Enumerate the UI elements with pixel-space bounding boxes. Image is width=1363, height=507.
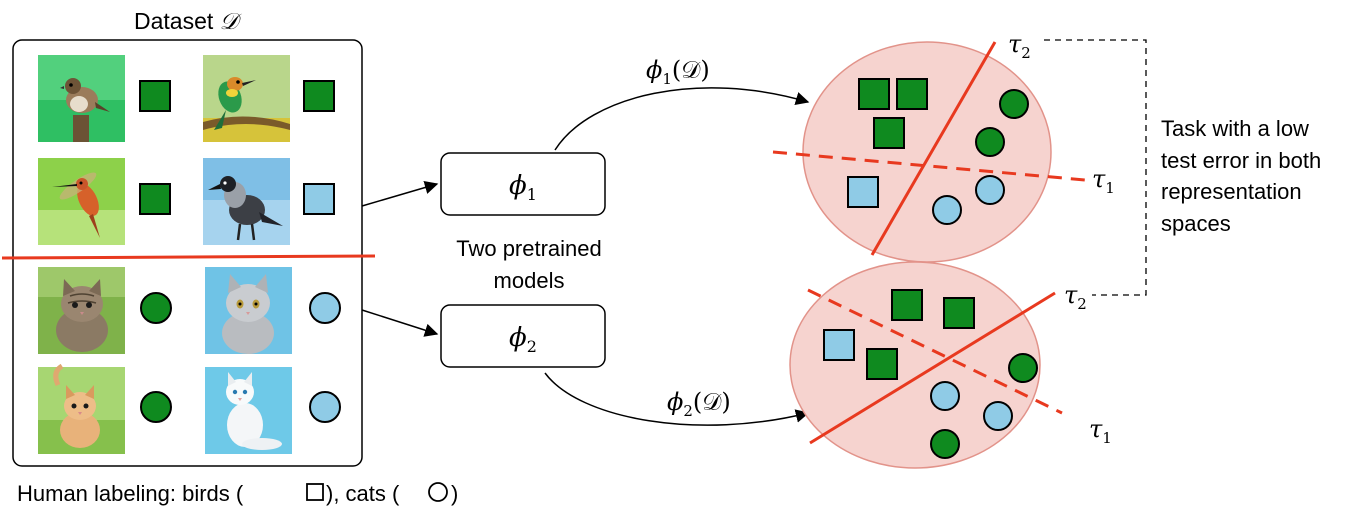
rep2-circle-4 — [930, 429, 960, 459]
rep1-circle-3 — [975, 175, 1005, 205]
label-circle-2 — [309, 292, 341, 324]
label-square-4 — [303, 183, 335, 215]
label-circle-4 — [309, 391, 341, 423]
dataset-to-model2-arrow — [361, 309, 439, 337]
hummingbird-icon — [52, 172, 100, 238]
grey-cat-icon — [222, 274, 274, 354]
cat-image-4 — [205, 367, 292, 454]
rep2-square-3 — [823, 329, 855, 361]
rep2-square-4 — [866, 348, 898, 380]
rep2-circle-2 — [930, 381, 960, 411]
label-circle-3 — [140, 391, 172, 423]
human-labeling-caption-middle: ), cats ( — [326, 481, 400, 506]
human-labeling-caption-end: ) — [451, 481, 458, 506]
representation-space-1-ellipse — [802, 41, 1052, 263]
dataset-box — [12, 39, 363, 467]
rep1-square-2 — [896, 78, 928, 110]
representation-space-2 — [789, 261, 1063, 469]
models-caption-line1: Two pretrained — [456, 236, 602, 261]
rep1-circle-1 — [999, 89, 1029, 119]
rep2-circle-3 — [983, 401, 1013, 431]
label-square-1 — [139, 80, 171, 112]
rep1-square-4 — [847, 176, 879, 208]
phi1-map-label: ϕ1(𝒟) — [646, 56, 710, 88]
human-labeling-caption: Human labeling: birds ( — [17, 481, 244, 506]
task-tau2-boundary-space1 — [870, 41, 997, 256]
caption-circle-icon — [428, 482, 448, 502]
rep1-square-3 — [873, 117, 905, 149]
orange-kitten-icon — [53, 363, 100, 448]
representation-space-1 — [772, 41, 1086, 263]
annotation-line2: test error in both — [1161, 148, 1321, 173]
label-circle-1 — [140, 292, 172, 324]
annotation-line1: Task with a low — [1161, 116, 1309, 141]
dataset-title: Dataset 𝒟 — [134, 8, 243, 35]
cat-image-2 — [205, 267, 292, 354]
annotation-line4: spaces — [1161, 211, 1231, 236]
phi2-map-arrow — [544, 372, 810, 426]
task-tau2-boundary-space2 — [809, 291, 1056, 445]
tau2-label-top: τ2 — [1008, 30, 1031, 62]
rep2-square-1 — [891, 289, 923, 321]
bee-eater-icon — [214, 77, 256, 130]
bird-image-4 — [203, 158, 290, 245]
cat-image-3 — [38, 363, 125, 454]
rep2-square-2 — [943, 297, 975, 329]
task-tau1-boundary-space1 — [772, 150, 1086, 182]
label-square-3 — [139, 183, 171, 215]
model1-label: ϕ1 — [509, 171, 537, 204]
tau1-label-top: τ1 — [1092, 165, 1115, 197]
tabby-kitten-icon — [56, 279, 108, 352]
crow-icon — [208, 176, 283, 241]
rep2-circle-1 — [1008, 353, 1038, 383]
white-cat-icon — [226, 372, 282, 450]
label-square-2 — [303, 80, 335, 112]
rep1-circle-2 — [975, 127, 1005, 157]
cat-image-1 — [38, 267, 125, 354]
rep1-circle-4 — [932, 195, 962, 225]
phi1-map-arrow — [554, 87, 810, 151]
birds-cats-separator — [1, 254, 376, 260]
bird-image-2 — [203, 55, 290, 142]
model1-box — [440, 152, 606, 216]
sparrow-icon — [60, 78, 110, 142]
annotation-line3: representation — [1161, 179, 1302, 204]
model2-label: ϕ2 — [509, 323, 537, 356]
bird-image-3 — [38, 158, 125, 245]
dataset-to-model1-arrow — [361, 180, 439, 207]
models-caption-line2: models — [494, 268, 565, 293]
task-tau1-boundary-space2 — [807, 288, 1063, 415]
bird-image-1 — [38, 55, 125, 142]
tau1-label-bottom: τ1 — [1089, 415, 1112, 447]
caption-square-icon — [306, 483, 324, 501]
rep1-square-1 — [858, 78, 890, 110]
model2-box — [440, 304, 606, 368]
tau2-label-bottom: τ2 — [1064, 281, 1087, 313]
phi2-map-label: ϕ2(𝒟) — [667, 388, 731, 420]
